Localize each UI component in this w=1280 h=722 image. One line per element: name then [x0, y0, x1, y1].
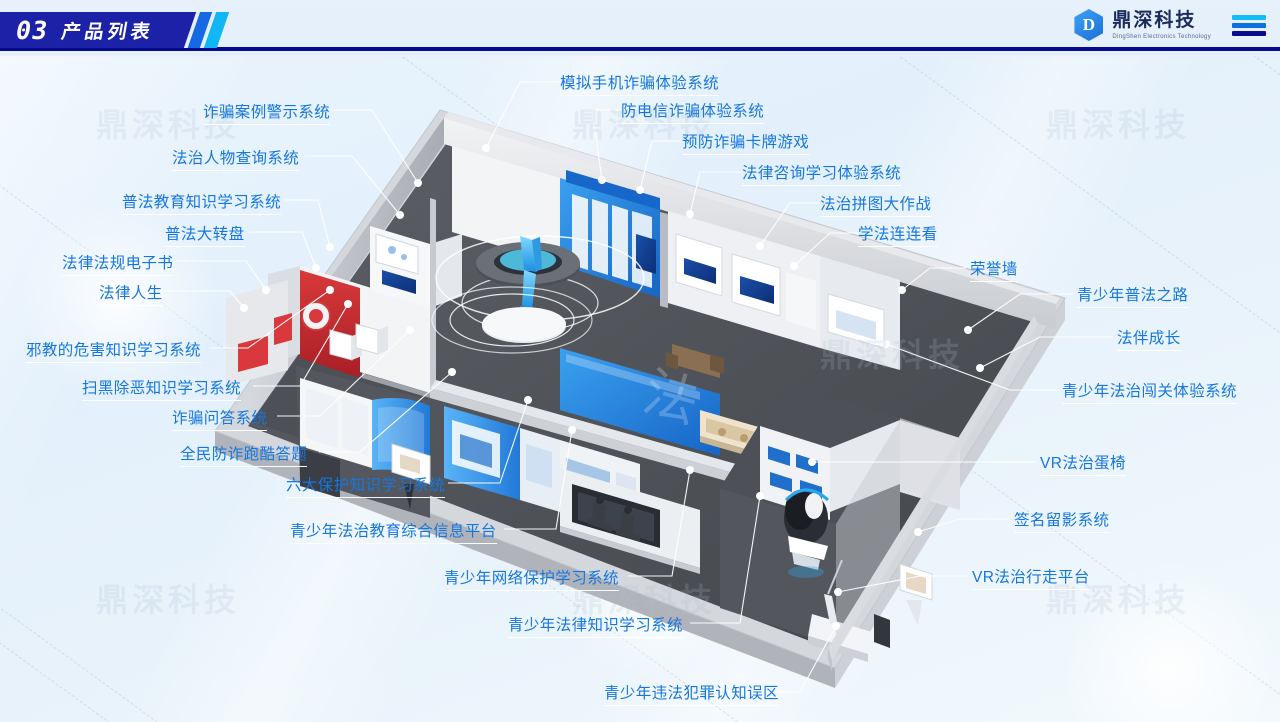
header-rule: [0, 47, 1280, 51]
hamburger-menu-icon[interactable]: [1232, 14, 1266, 36]
section-banner: 03 产品列表: [0, 12, 230, 48]
callout-label[interactable]: 法律咨询学习体验系统: [742, 166, 902, 186]
svg-text:法: 法: [637, 362, 705, 435]
callout-label[interactable]: 学法连连看: [858, 227, 938, 247]
decor-diagonal: [819, 0, 1280, 722]
callout-label[interactable]: 签名留影系统: [1014, 513, 1110, 533]
callout-label[interactable]: 青少年违法犯罪认知误区: [604, 686, 779, 706]
callout-label[interactable]: 预防诈骗卡牌游戏: [682, 135, 810, 155]
callout-label[interactable]: 法伴成长: [1117, 331, 1181, 351]
callout-label[interactable]: 诈骗案例警示系统: [203, 105, 331, 125]
watermark: 鼎深科技: [1046, 107, 1191, 143]
callout-label[interactable]: VR法治行走平台: [972, 570, 1090, 590]
brand-logo[interactable]: D 鼎深科技 DingShen Electronics Technology: [1074, 9, 1266, 41]
callout-label[interactable]: 普法大转盘: [165, 227, 245, 247]
callout-label[interactable]: 荣誉墙: [970, 262, 1018, 282]
logo-name-cn: 鼎深科技: [1112, 9, 1197, 31]
callout-label[interactable]: 模拟手机诈骗体验系统: [560, 76, 720, 96]
callout-label[interactable]: 邪教的危害知识学习系统: [26, 343, 201, 363]
callout-label[interactable]: 青少年法治教育综合信息平台: [290, 524, 497, 544]
callout-label[interactable]: 扫黑除恶知识学习系统: [82, 381, 242, 401]
callout-label[interactable]: 普法教育知识学习系统: [122, 195, 282, 215]
logo-hexagon-icon: D: [1074, 9, 1104, 41]
section-number: 03: [13, 15, 51, 45]
watermark: 鼎深科技: [96, 582, 241, 618]
decor-glow: [1060, 560, 1280, 722]
callout-label[interactable]: 法律法规电子书: [62, 256, 174, 276]
callout-label[interactable]: 法治拼图大作战: [820, 197, 932, 217]
callout-label[interactable]: 法治人物查询系统: [172, 151, 300, 171]
callout-label[interactable]: 青少年法律知识学习系统: [508, 618, 683, 638]
page-title: 产品列表: [59, 21, 156, 43]
callout-label[interactable]: 全民防诈跑酷答题: [180, 447, 308, 467]
callout-label[interactable]: VR法治蛋椅: [1040, 456, 1126, 476]
callout-label[interactable]: 防电信诈骗体验系统: [621, 104, 765, 124]
watermark: 鼎深科技: [820, 337, 965, 373]
callout-label[interactable]: 六大保护知识学习系统: [286, 478, 446, 498]
logo-name-en: DingShen Electronics Technology: [1112, 33, 1211, 40]
logo-text-block: 鼎深科技 DingShen Electronics Technology: [1112, 11, 1211, 40]
callout-label[interactable]: 青少年网络保护学习系统: [444, 571, 619, 591]
page-header: 03 产品列表 D 鼎深科技 DingShen Electronics Tech…: [0, 0, 1280, 56]
callout-label[interactable]: 青少年普法之路: [1077, 288, 1189, 308]
logo-letter: D: [1082, 15, 1096, 34]
callout-label[interactable]: 青少年法治闯关体验系统: [1062, 384, 1237, 404]
callout-label[interactable]: 诈骗问答系统: [172, 411, 268, 431]
callout-label[interactable]: 法律人生: [99, 286, 163, 306]
